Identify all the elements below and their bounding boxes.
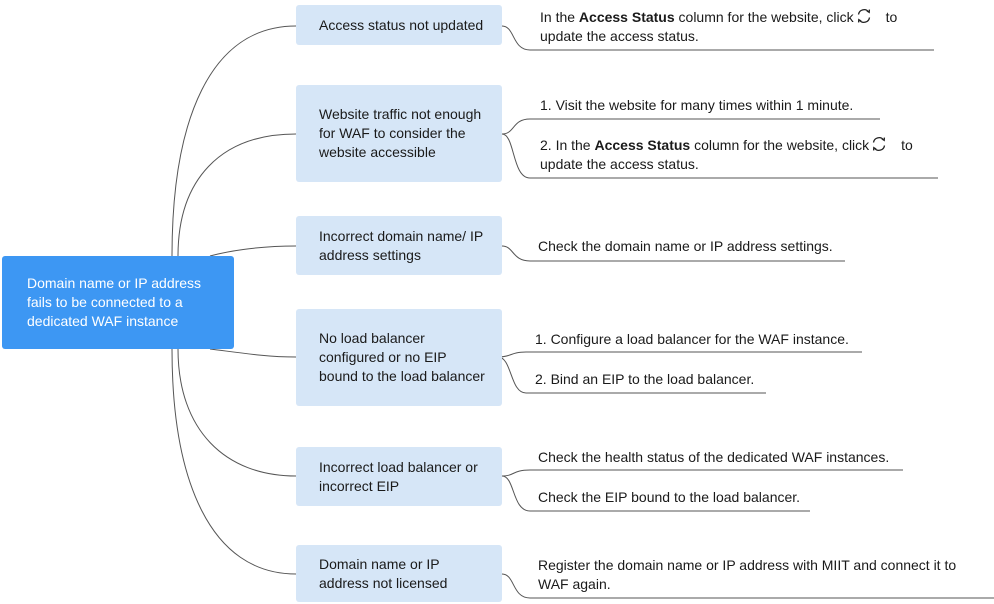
solution-connector-7 (501, 475, 531, 512)
root-label: Domain name or IP address fails to be co… (27, 275, 202, 329)
solution-update-access-status: In the Access Status column for the webs… (540, 8, 898, 44)
root-problem-node: Domain name or IP address fails to be co… (2, 256, 234, 349)
solution-connector-1 (501, 118, 531, 135)
refresh-icon (856, 8, 872, 24)
cause-label: No load balancer configured or no EIP bo… (319, 330, 485, 384)
cause-node-incorrect-domain: Incorrect domain name/ IP address settin… (296, 216, 502, 275)
solution-configure-load-balancer: 1. Configure a load balancer for the WAF… (535, 331, 849, 347)
root-branch-line-5 (171, 348, 297, 575)
refresh-icon (871, 136, 887, 152)
cause-node-insufficient-traffic: Website traffic not enough for WAF to co… (296, 85, 502, 182)
solution-connector-3 (501, 245, 531, 262)
root-branch-line-0 (171, 25, 297, 257)
root-branch-line-4 (177, 348, 297, 477)
solution-register-miit: Register the domain name or IP address w… (538, 557, 957, 592)
solution-check-health-status: Check the health status of the dedicated… (538, 449, 890, 465)
solution-connector-4 (497, 351, 527, 358)
cause-label: Domain name or IP address not licensed (319, 555, 448, 591)
solution-connector-2 (501, 133, 531, 179)
cause-node-incorrect-elb-eip: Incorrect load balancer or incorrect EIP (296, 447, 502, 506)
solution-check-eip: Check the EIP bound to the load balancer… (538, 489, 801, 505)
root-branch-line-3 (209, 348, 297, 358)
solution-update-access-status-2: 2. In the Access Status column for the w… (540, 136, 913, 172)
solution-bind-eip: 2. Bind an EIP to the load balancer. (535, 371, 755, 387)
cause-node-not-licensed: Domain name or IP address not licensed (296, 545, 502, 602)
solution-visit-website: 1. Visit the website for many times with… (540, 97, 854, 113)
cause-label: Website traffic not enough for WAF to co… (319, 106, 482, 160)
root-branch-line-1 (177, 133, 297, 257)
solution-check-domain-settings: Check the domain name or IP address sett… (538, 238, 833, 254)
cause-label: Incorrect load balancer or incorrect EIP (319, 458, 478, 494)
solution-connector-0 (501, 25, 531, 51)
cause-node-access-status: Access status not updated (296, 5, 502, 45)
cause-node-no-load-balancer: No load balancer configured or no EIP bo… (296, 309, 502, 406)
cause-label: Incorrect domain name/ IP address settin… (319, 227, 483, 263)
cause-label: Access status not updated (319, 16, 484, 33)
solution-connector-5 (497, 356, 527, 394)
solution-connector-6 (501, 469, 531, 477)
solution-connector-8 (501, 573, 531, 599)
root-branch-line-2 (209, 245, 297, 257)
